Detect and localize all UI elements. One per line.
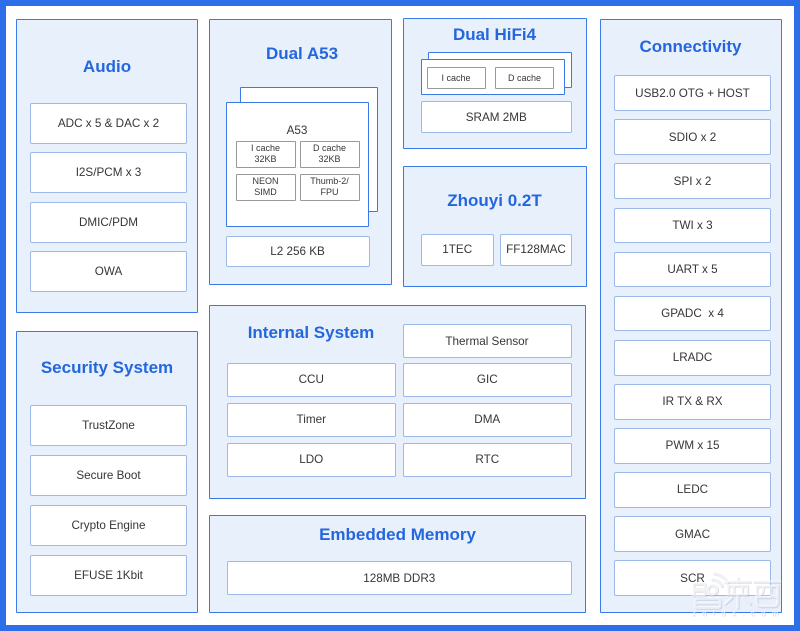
svg-text:zhidx.com: zhidx.com xyxy=(693,609,783,618)
svg-text:zhidx.com: zhidx.com xyxy=(692,609,783,618)
